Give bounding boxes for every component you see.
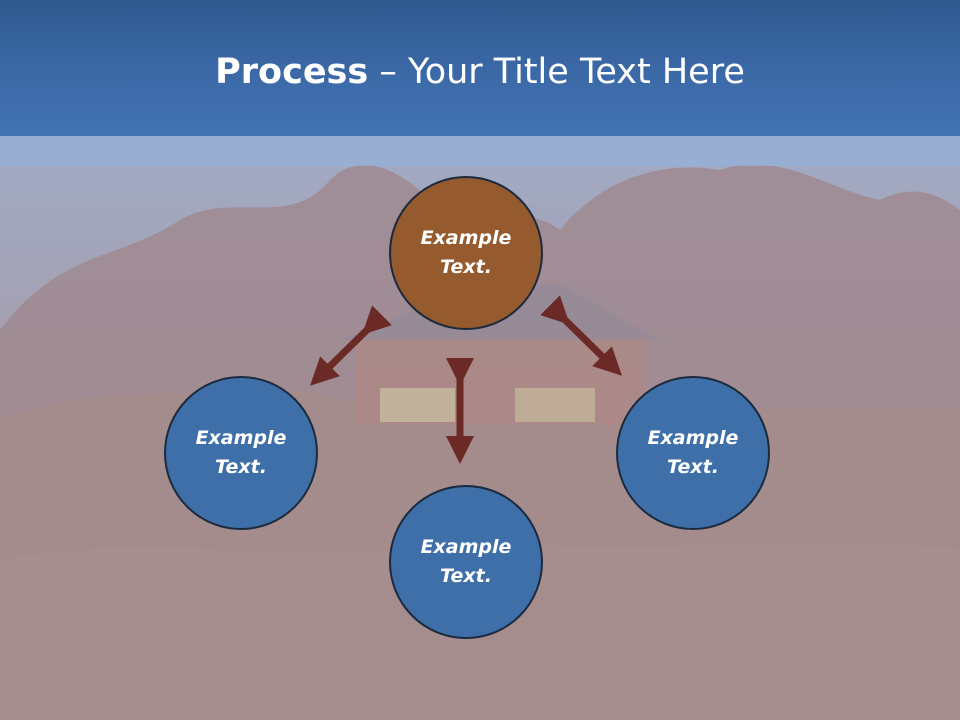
title-bar (0, 0, 960, 136)
node-right: Example Text. (616, 376, 770, 530)
node-top: Example Text. (389, 176, 543, 330)
node-bottom: Example Text. (389, 485, 543, 639)
node-left: Example Text. (164, 376, 318, 530)
node-bottom-label: Example Text. (420, 536, 512, 587)
slide-title: Process – Your Title Text Here (0, 52, 960, 92)
node-right-label: Example Text. (647, 427, 739, 478)
title-rest: – Your Title Text Here (368, 52, 745, 92)
node-left-label: Example Text. (195, 427, 287, 478)
title-bold: Process (215, 52, 369, 92)
title-strip (0, 136, 960, 166)
arrow-top-left (310, 305, 392, 386)
arrow-top-right (540, 295, 622, 376)
node-top-label: Example Text. (420, 227, 512, 278)
